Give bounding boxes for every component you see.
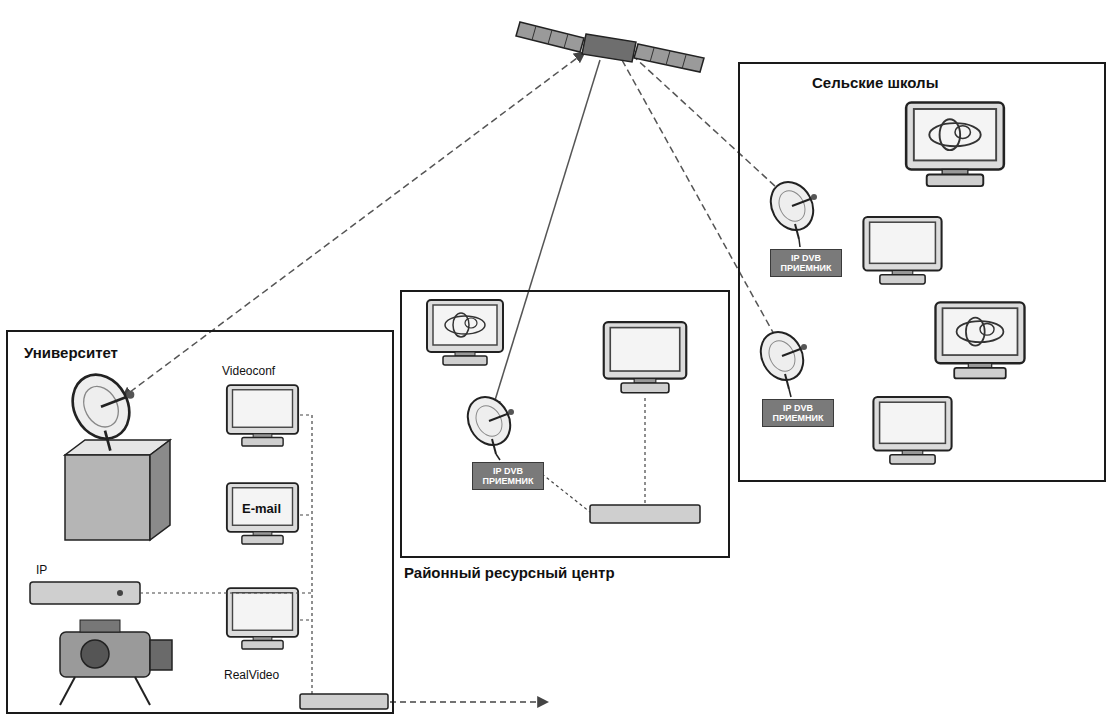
- region-title: Сельские школы: [810, 74, 940, 91]
- service-label: E-mail: [241, 501, 282, 516]
- receiver-label: IP DVB ПРИЕМНИК: [473, 464, 543, 488]
- service-label: RealVideo: [224, 668, 279, 682]
- video-camera: [60, 620, 172, 705]
- dvb-receiver: IP DVB ПРИЕМНИК: [472, 462, 544, 490]
- receiver-label: IP DVB ПРИЕМНИК: [763, 401, 833, 425]
- service-label: Videoconf: [222, 364, 275, 378]
- school-region: Сельские школы IP DVB ПРИЕМНИК IP DVB ПРИЕ…: [738, 62, 1106, 482]
- receiver-label: IP DVB ПРИЕМНИК: [771, 251, 841, 275]
- resource-centre-region: Районный ресурсный центрIP DVB ПРИЕМНИК: [400, 290, 730, 558]
- satellite: [516, 22, 704, 72]
- region-title: Районный ресурсный центр: [402, 564, 617, 581]
- university-region: Университет: [6, 330, 394, 714]
- region-title: Университет: [22, 344, 120, 361]
- dvb-receiver: IP DVB ПРИЕМНИК: [770, 249, 842, 277]
- dvb-receiver: IP DVB ПРИЕМНИК: [762, 399, 834, 427]
- device-label: IP: [36, 563, 47, 577]
